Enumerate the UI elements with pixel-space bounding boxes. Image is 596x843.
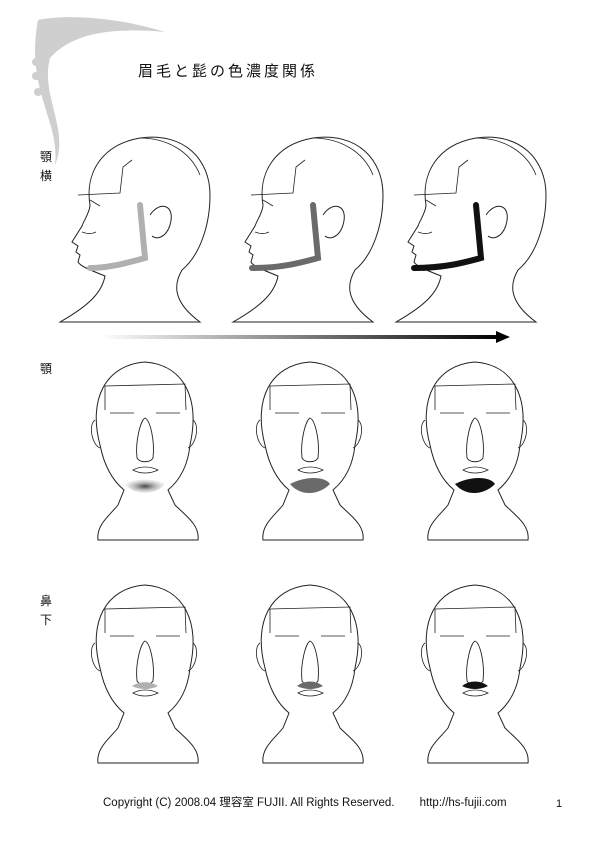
profile-head-medium <box>232 136 384 323</box>
profile-head-dark <box>395 136 547 323</box>
chin-beard-medium-face <box>255 361 364 541</box>
row-label-under-nose: 鼻下 <box>40 594 53 627</box>
mustache-light-face <box>90 584 199 764</box>
mustache-medium-face <box>255 584 364 764</box>
density-gradient-arrow <box>100 331 510 343</box>
page-title: 眉毛と髭の色濃度関係 <box>138 62 319 80</box>
corner-ornament <box>32 17 166 165</box>
profile-head-light <box>59 136 211 323</box>
page-number: 1 <box>556 798 563 810</box>
copyright-text: Copyright (C) 2008.04 理容室 FUJII. All Rig… <box>103 797 395 809</box>
row-label-side-jaw: 顎横 <box>40 150 53 183</box>
chin-beard-dark-face <box>420 361 529 541</box>
chin-beard-light-face <box>90 361 199 541</box>
footer: Copyright (C) 2008.04 理容室 FUJII. All Rig… <box>103 794 507 810</box>
mustache-dark-face <box>420 584 529 764</box>
site-url-link[interactable]: http://hs-fujii.com <box>419 797 507 809</box>
row-label-chin: 顎 <box>40 362 53 376</box>
